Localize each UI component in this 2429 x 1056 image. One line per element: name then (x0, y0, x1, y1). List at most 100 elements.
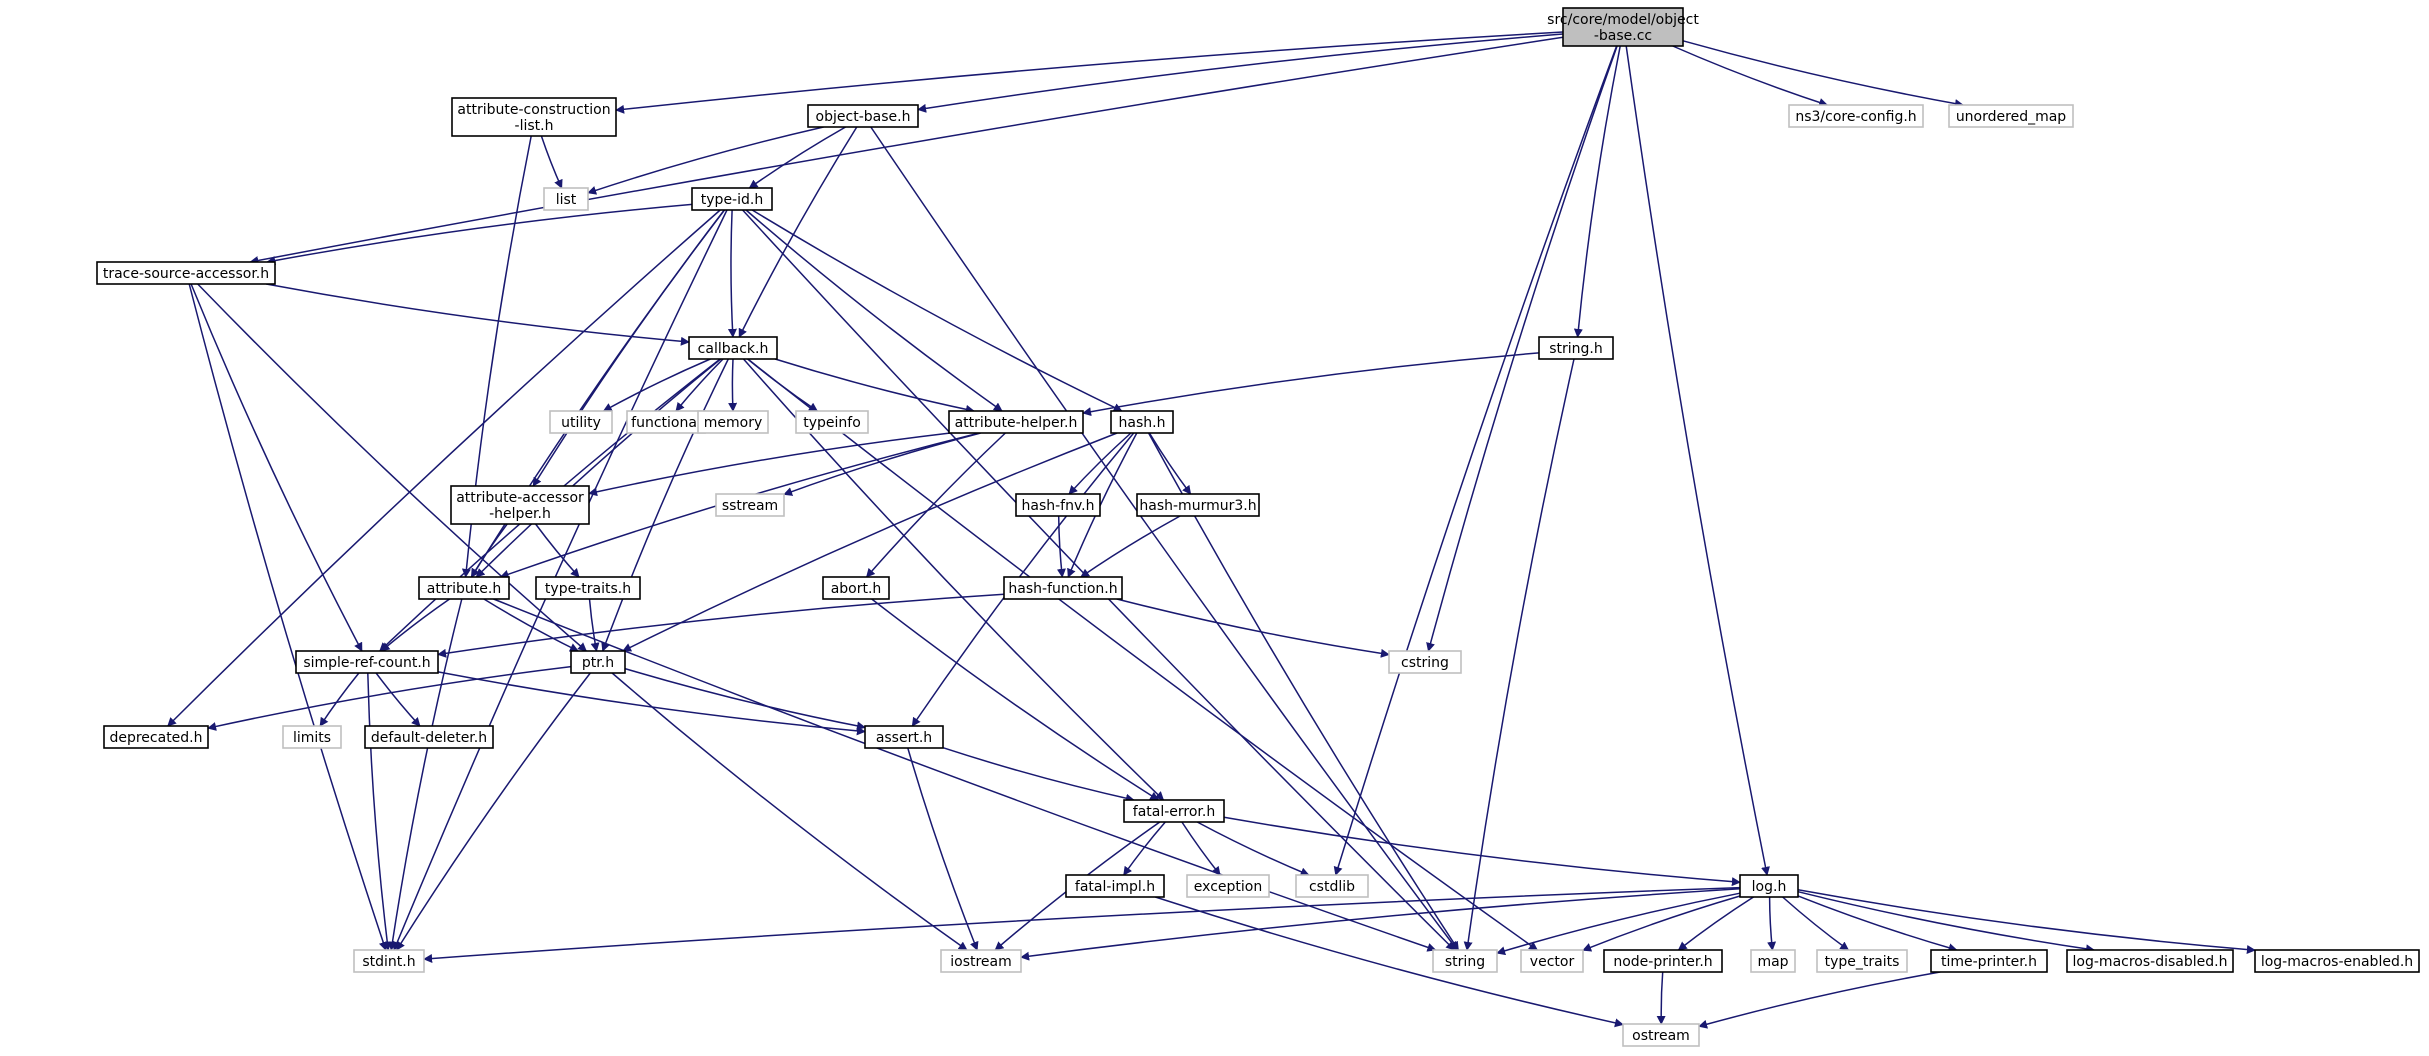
edge-object-base-cc-to-attribute-construction-list-h (615, 31, 1564, 114)
node-label: type_traits (1825, 954, 1900, 970)
edge-object-base-h-to-list (587, 126, 824, 195)
edge-type-id-h-to-deprecated-h (167, 209, 721, 727)
node-unordered-map: unordered_map (1948, 104, 2074, 128)
node-simple-ref-count-h[interactable]: simple-ref-count.h (295, 650, 439, 674)
node-default-deleter-h[interactable]: default-deleter.h (364, 725, 494, 749)
node-label: limits (293, 730, 331, 746)
edge-fatal-error-h-to-cstdlib (1196, 821, 1310, 877)
node-box (940, 949, 1022, 973)
node-node-printer-h[interactable]: node-printer.h (1603, 949, 1723, 973)
edge-hash-fnv-h-to-hash-function-h (1056, 515, 1066, 578)
node-log-macros-disabled-h[interactable]: log-macros-disabled.h (2066, 949, 2234, 973)
node-box (1295, 874, 1369, 898)
node-label: iostream (950, 954, 1012, 970)
node-deprecated-h[interactable]: deprecated.h (103, 725, 209, 749)
node-box (691, 187, 773, 211)
edge-trace-source-accessor-h-to-simple-ref-count-h (190, 283, 363, 652)
node-label: attribute-construction (457, 102, 610, 118)
node-hash-h[interactable]: hash.h (1110, 410, 1174, 434)
node-callback-h[interactable]: callback.h (688, 336, 778, 360)
node-label: callback.h (698, 341, 769, 357)
edge-object-base-cc-to-trace-source-accessor-h (249, 36, 1564, 265)
node-label: map (1757, 954, 1788, 970)
node-fatal-error-h[interactable]: fatal-error.h (1123, 799, 1225, 823)
node-label: fatal-error.h (1133, 804, 1215, 820)
edge-log-h-to-iostream (1020, 888, 1741, 961)
edge-callback-h-to-attribute-h (475, 358, 722, 578)
edge-node-printer-h-to-ostream (1656, 971, 1666, 1025)
node-box (1432, 949, 1498, 973)
edge-log-h-to-time-printer-h (1797, 895, 1958, 953)
edge-ptr-h-to-assert-h (624, 667, 866, 731)
node-box (1739, 874, 1799, 898)
edge-ptr-h-to-iostream (611, 672, 968, 951)
node-label: typeinfo (803, 415, 861, 431)
node-object-base-cc: src/core/model/object-base.cc (1547, 7, 1699, 47)
node-assert-h[interactable]: assert.h (864, 725, 944, 749)
edge-abort-h-to-fatal-error-h (871, 598, 1160, 801)
edge-callback-h-to-functional (675, 358, 724, 412)
edge-trace-source-accessor-h-to-stdint-h (188, 283, 388, 951)
node-attribute-h[interactable]: attribute.h (418, 576, 510, 600)
edge-type-id-h-to-callback-h (727, 209, 737, 338)
edge-log-h-to-log-macros-disabled-h (1797, 890, 2095, 954)
node-box (96, 261, 276, 285)
edge-object-base-cc-to-string-h (1573, 45, 1621, 338)
node-box (418, 576, 510, 600)
node-box (1562, 7, 1684, 47)
node-label: deprecated.h (109, 730, 202, 746)
node-label: simple-ref-count.h (303, 655, 430, 671)
node-label: assert.h (876, 730, 932, 746)
node-hash-function-h[interactable]: hash-function.h (1003, 576, 1123, 600)
node-box (795, 410, 869, 434)
node-label: log-macros-disabled.h (2073, 954, 2228, 970)
node-type-id-h[interactable]: type-id.h (691, 187, 773, 211)
node-string-h[interactable]: string.h (1538, 336, 1614, 360)
edge-object-base-cc-to-cstdlib (1333, 45, 1618, 876)
node-trace-source-accessor-h[interactable]: trace-source-accessor.h (96, 261, 276, 285)
node-box (1948, 104, 2074, 128)
edge-trace-source-accessor-h-to-callback-h (266, 283, 690, 346)
node-box (1123, 799, 1225, 823)
edge-ptr-h-to-stdint-h (396, 672, 591, 951)
node-type-traits-h[interactable]: type-traits.h (535, 576, 641, 600)
edge-simple-ref-count-h-to-assert-h (437, 671, 866, 736)
node-ns3-core-config-h: ns3/core-config.h (1788, 104, 1924, 128)
node-hash-murmur3-h[interactable]: hash-murmur3.h (1136, 493, 1260, 517)
node-time-printer-h[interactable]: time-printer.h (1930, 949, 2048, 973)
node-box (1622, 1023, 1700, 1047)
node-label: object-base.h (816, 109, 911, 125)
edge-log-h-to-node-printer-h (1677, 896, 1754, 951)
edge-type-traits-h-to-ptr-h (588, 598, 600, 652)
node-log-macros-enabled-h[interactable]: log-macros-enabled.h (2254, 949, 2420, 973)
edge-type-id-h-to-trace-source-accessor-h (266, 203, 693, 265)
node-map: map (1750, 949, 1796, 973)
node-object-base-h[interactable]: object-base.h (807, 104, 919, 128)
edge-simple-ref-count-h-to-limits (319, 672, 360, 727)
node-box (688, 336, 778, 360)
node-hash-fnv-h[interactable]: hash-fnv.h (1015, 493, 1101, 517)
node-label: string.h (1549, 341, 1603, 357)
node-fatal-impl-h[interactable]: fatal-impl.h (1065, 874, 1165, 898)
edge-object-base-cc-to-cstring (1426, 45, 1618, 652)
edge-attribute-h-to-string (493, 598, 1437, 952)
edge-log-h-to-string (1496, 892, 1741, 956)
node-box (1065, 874, 1165, 898)
edge-fatal-impl-h-to-ostream (1155, 896, 1624, 1028)
node-label: time-printer.h (1941, 954, 2037, 970)
node-label: node-printer.h (1613, 954, 1712, 970)
node-abort-h[interactable]: abort.h (822, 576, 890, 600)
node-attribute-helper-h[interactable]: attribute-helper.h (948, 410, 1084, 434)
edge-attribute-construction-list-h-to-list (540, 135, 563, 189)
node-box (543, 187, 589, 211)
node-list: list (543, 187, 589, 211)
node-attribute-construction-list-h[interactable]: attribute-construction-list.h (451, 97, 617, 137)
edge-trace-source-accessor-h-to-ptr-h (197, 283, 587, 652)
node-ptr-h[interactable]: ptr.h (570, 650, 626, 674)
node-exception: exception (1186, 874, 1270, 898)
node-label: exception (1194, 879, 1262, 895)
node-label: memory (704, 415, 763, 431)
node-attribute-accessor-helper-h[interactable]: attribute-accessor-helper.h (450, 485, 590, 525)
node-log-h[interactable]: log.h (1739, 874, 1799, 898)
edge-ptr-h-to-deprecated-h (207, 665, 572, 731)
